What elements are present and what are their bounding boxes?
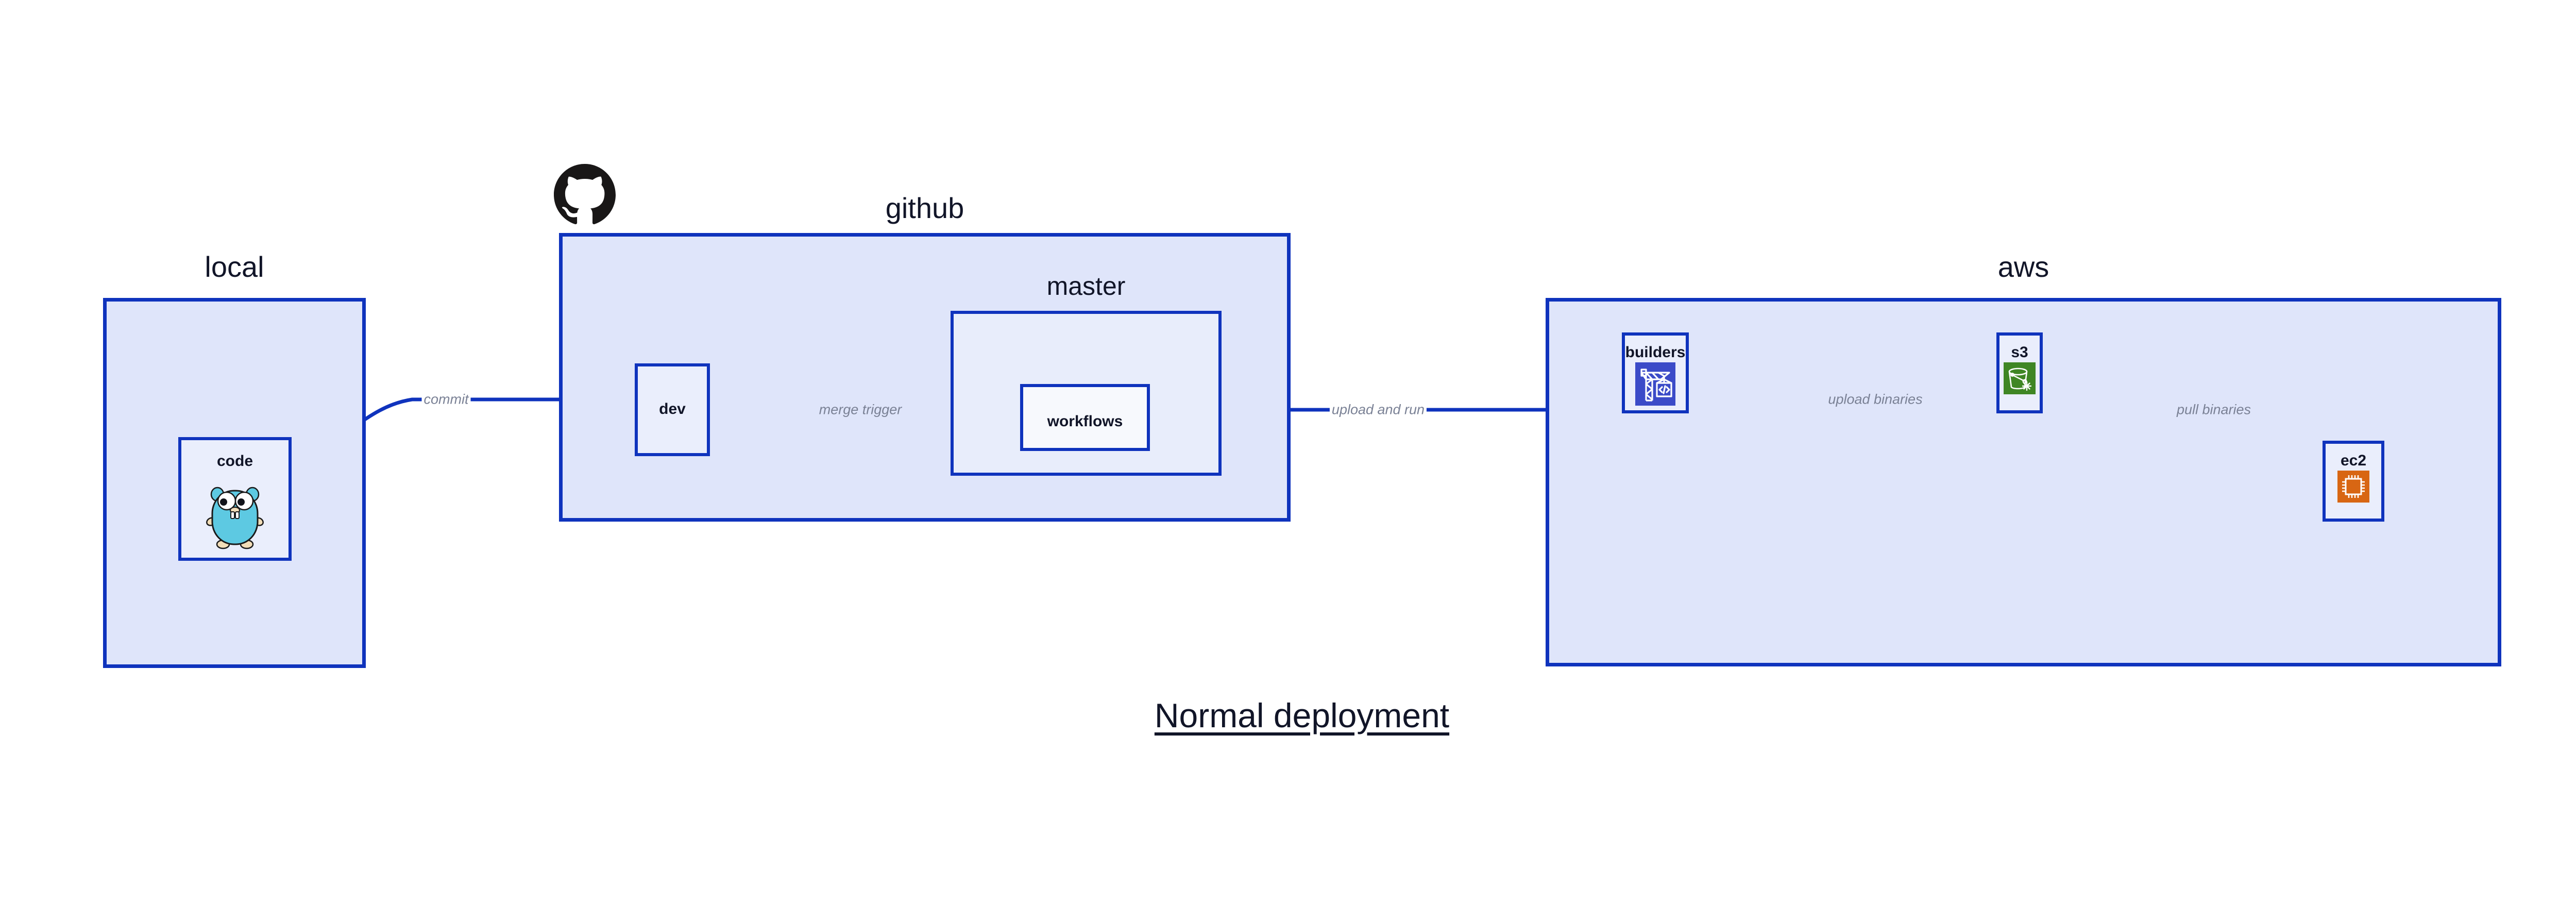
edge-label-merge-trigger: merge trigger — [817, 402, 904, 418]
node-code-label: code — [216, 453, 253, 470]
page-title: Normal deployment — [1154, 696, 1450, 734]
edge-label-upload-binaries: upload binaries — [1826, 391, 1925, 408]
node-dev-label: dev — [659, 400, 686, 417]
edge-label-commit: commit — [421, 391, 471, 408]
node-ec2[interactable]: ec2 — [2323, 441, 2384, 522]
node-code[interactable]: code — [178, 437, 292, 561]
s3-bucket-icon — [2004, 362, 2036, 394]
node-ec2-label: ec2 — [2340, 452, 2367, 469]
node-s3[interactable]: s3 — [1996, 332, 2043, 413]
node-workflows-label: workflows — [1047, 413, 1123, 430]
go-gopher-icon — [206, 487, 264, 549]
edge-label-pull-binaries: pull binaries — [2174, 402, 2253, 418]
node-s3-label: s3 — [2011, 344, 2028, 361]
zone-label-local: local — [205, 250, 264, 283]
node-builders[interactable]: builders — [1622, 332, 1689, 413]
crane-code-icon — [1635, 362, 1675, 406]
node-workflows[interactable]: workflows — [1020, 384, 1150, 451]
github-octocat-icon — [554, 164, 616, 225]
zone-label-aws: aws — [1997, 250, 2049, 283]
node-dev[interactable]: dev — [635, 363, 710, 456]
node-builders-label: builders — [1625, 344, 1686, 361]
zone-label-github: github — [885, 192, 964, 224]
cpu-chip-icon — [2337, 471, 2369, 503]
edge-label-upload-and-run: upload and run — [1329, 402, 1427, 418]
subzone-label-master: master — [1046, 272, 1126, 300]
